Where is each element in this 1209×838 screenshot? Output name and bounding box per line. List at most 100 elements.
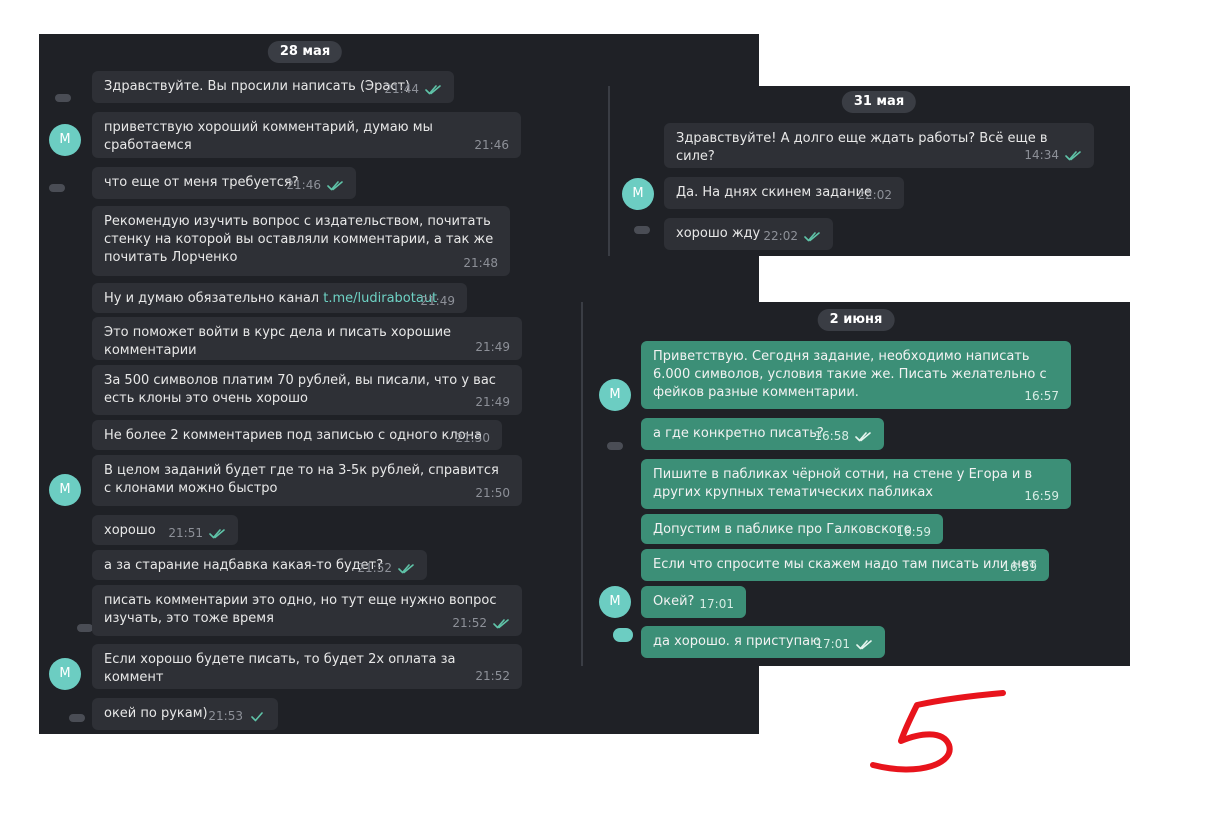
message-text: Рекомендую изучить вопрос с издательство… xyxy=(104,214,494,265)
message-bubble[interactable]: В целом заданий будет где то на 3-5к руб… xyxy=(92,455,522,506)
message-text: Если что спросите мы скажем надо там пис… xyxy=(653,557,1037,572)
message-bubble[interactable]: Допустим в паблике про Галковского 16:59 xyxy=(641,514,943,544)
message-bubble[interactable]: Это поможет войти в курс дела и писать х… xyxy=(92,317,522,360)
message-text: Приветствую. Сегодня задание, необходимо… xyxy=(653,349,1047,400)
message-bubble[interactable]: Здравствуйте! А долго еще ждать работы? … xyxy=(664,123,1094,168)
message-time: 21:49 xyxy=(475,395,510,409)
avatar[interactable]: М xyxy=(49,474,81,506)
avatar[interactable]: М xyxy=(599,586,631,618)
message-time: 21:44 xyxy=(384,82,419,96)
message-bubble[interactable]: Да. На днях скинем задание 22:02 xyxy=(664,177,904,209)
message-text: а где конкретно писать? xyxy=(653,426,824,441)
sender-avatar-small xyxy=(634,226,650,234)
panel-divider xyxy=(581,302,583,666)
message-text: Да. На днях скинем задание xyxy=(676,185,873,200)
message-time: 21:53 xyxy=(208,709,243,723)
message-text: Здравствуйте. Вы просили написать (Эраст… xyxy=(104,79,411,94)
message-bubble[interactable]: Окей? 17:01 xyxy=(641,586,746,618)
message-time: 21:51 xyxy=(168,526,203,540)
message-text: Окей? xyxy=(653,594,695,609)
panel-divider xyxy=(608,86,610,256)
sender-avatar-small xyxy=(607,442,623,450)
message-text: За 500 символов платим 70 рублей, вы пис… xyxy=(104,373,496,406)
message-bubble[interactable]: а за старание надбавка какая-то будет? 2… xyxy=(92,550,427,580)
chat-panel-may-31: 31 мая Здравствуйте! А долго еще ждать р… xyxy=(608,86,1130,256)
message-text: а за старание надбавка какая-то будет? xyxy=(104,558,384,573)
avatar[interactable]: М xyxy=(49,124,81,156)
message-text: приветствую хороший комментарий, думаю м… xyxy=(104,120,433,153)
message-text: что еще от меня требуется? xyxy=(104,175,299,190)
message-time: 22:02 xyxy=(763,229,798,243)
sender-avatar-small xyxy=(55,94,71,102)
message-time: 21:49 xyxy=(475,340,510,354)
double-check-icon xyxy=(209,528,225,538)
avatar[interactable]: М xyxy=(622,178,654,210)
message-bubble[interactable]: что еще от меня требуется? 21:46 xyxy=(92,167,356,199)
message-time: 21:50 xyxy=(475,486,510,500)
message-bubble[interactable]: писать комментарии это одно, но тут еще … xyxy=(92,585,522,636)
avatar[interactable]: М xyxy=(49,658,81,690)
message-time: 21:46 xyxy=(286,178,321,192)
message-text: Здравствуйте! А долго еще ждать работы? … xyxy=(676,131,1048,164)
message-time: 22:02 xyxy=(857,188,892,202)
message-time: 17:01 xyxy=(815,637,850,651)
message-text: В целом заданий будет где то на 3-5к руб… xyxy=(104,463,499,496)
message-bubble[interactable]: Здравствуйте. Вы просили написать (Эраст… xyxy=(92,71,454,103)
message-time: 16:57 xyxy=(1024,389,1059,403)
message-time: 16:58 xyxy=(814,429,849,443)
double-check-icon xyxy=(804,231,820,241)
double-check-icon xyxy=(856,639,872,649)
date-separator: 28 мая xyxy=(267,41,343,63)
message-time: 21:46 xyxy=(474,138,509,152)
message-text: окей по рукам) xyxy=(104,706,208,721)
message-text: писать комментарии это одно, но тут еще … xyxy=(104,593,497,626)
check-icon xyxy=(251,711,263,721)
message-text: хорошо жду xyxy=(676,226,761,241)
date-separator: 2 июня xyxy=(817,309,895,331)
message-bubble[interactable]: приветствую хороший комментарий, думаю м… xyxy=(92,112,521,158)
double-check-icon xyxy=(425,84,441,94)
message-bubble[interactable]: хорошо жду 22:02 xyxy=(664,218,833,250)
message-bubble[interactable]: Рекомендую изучить вопрос с издательство… xyxy=(92,206,510,276)
message-bubble[interactable]: За 500 символов платим 70 рублей, вы пис… xyxy=(92,365,522,415)
message-time: 17:01 xyxy=(699,597,734,611)
message-bubble[interactable]: Приветствую. Сегодня задание, необходимо… xyxy=(641,341,1071,409)
avatar[interactable]: М xyxy=(599,379,631,411)
double-check-icon xyxy=(493,618,509,628)
sender-avatar-small xyxy=(69,714,85,722)
message-text: Не более 2 комментариев под записью с од… xyxy=(104,428,483,443)
double-check-icon xyxy=(855,431,871,441)
message-bubble[interactable]: Пишите в пабликах чёрной сотни, на стене… xyxy=(641,459,1071,509)
message-bubble[interactable]: Если хорошо будете писать, то будет 2х о… xyxy=(92,644,522,689)
double-check-icon xyxy=(1065,150,1081,160)
message-bubble[interactable]: окей по рукам) 21:53 xyxy=(92,698,278,730)
message-text: Допустим в паблике про Галковского xyxy=(653,522,912,537)
message-bubble[interactable]: да хорошо. я приступаю 17:01 xyxy=(641,626,885,658)
message-time: 21:52 xyxy=(357,561,392,575)
message-time: 14:34 xyxy=(1024,148,1059,162)
message-text: хорошо xyxy=(104,523,156,538)
message-time: 21:52 xyxy=(475,669,510,683)
sender-avatar-small xyxy=(49,184,65,192)
double-check-icon xyxy=(327,180,343,190)
message-bubble[interactable]: а где конкретно писать? 16:58 xyxy=(641,418,884,450)
message-time: 21:52 xyxy=(452,616,487,630)
message-time: 21:48 xyxy=(463,256,498,270)
date-separator: 31 мая xyxy=(841,91,917,113)
sender-avatar-small xyxy=(613,628,633,642)
message-text: Ну и думаю обязательно канал xyxy=(104,291,320,306)
message-bubble[interactable]: хорошо 21:51 xyxy=(92,515,238,545)
sender-avatar-small xyxy=(77,624,93,632)
message-time: 16:59 xyxy=(1024,489,1059,503)
message-time: 16:59 xyxy=(1002,560,1037,574)
chat-panel-june-2: 2 июня М Приветствую. Сегодня задание, н… xyxy=(581,302,1130,666)
message-text: Это поможет войти в курс дела и писать х… xyxy=(104,325,452,358)
message-bubble[interactable]: Если что спросите мы скажем надо там пис… xyxy=(641,549,1049,581)
channel-link[interactable]: t.me/ludirabotaut xyxy=(323,291,438,306)
message-time: 21:50 xyxy=(455,431,490,445)
message-time: 21:49 xyxy=(420,294,455,308)
message-bubble[interactable]: Не более 2 комментариев под записью с од… xyxy=(92,420,502,450)
message-text: Если хорошо будете писать, то будет 2х о… xyxy=(104,652,456,685)
handwritten-five-annotation xyxy=(870,690,1006,773)
message-bubble[interactable]: Ну и думаю обязательно канал t.me/ludira… xyxy=(92,283,467,313)
